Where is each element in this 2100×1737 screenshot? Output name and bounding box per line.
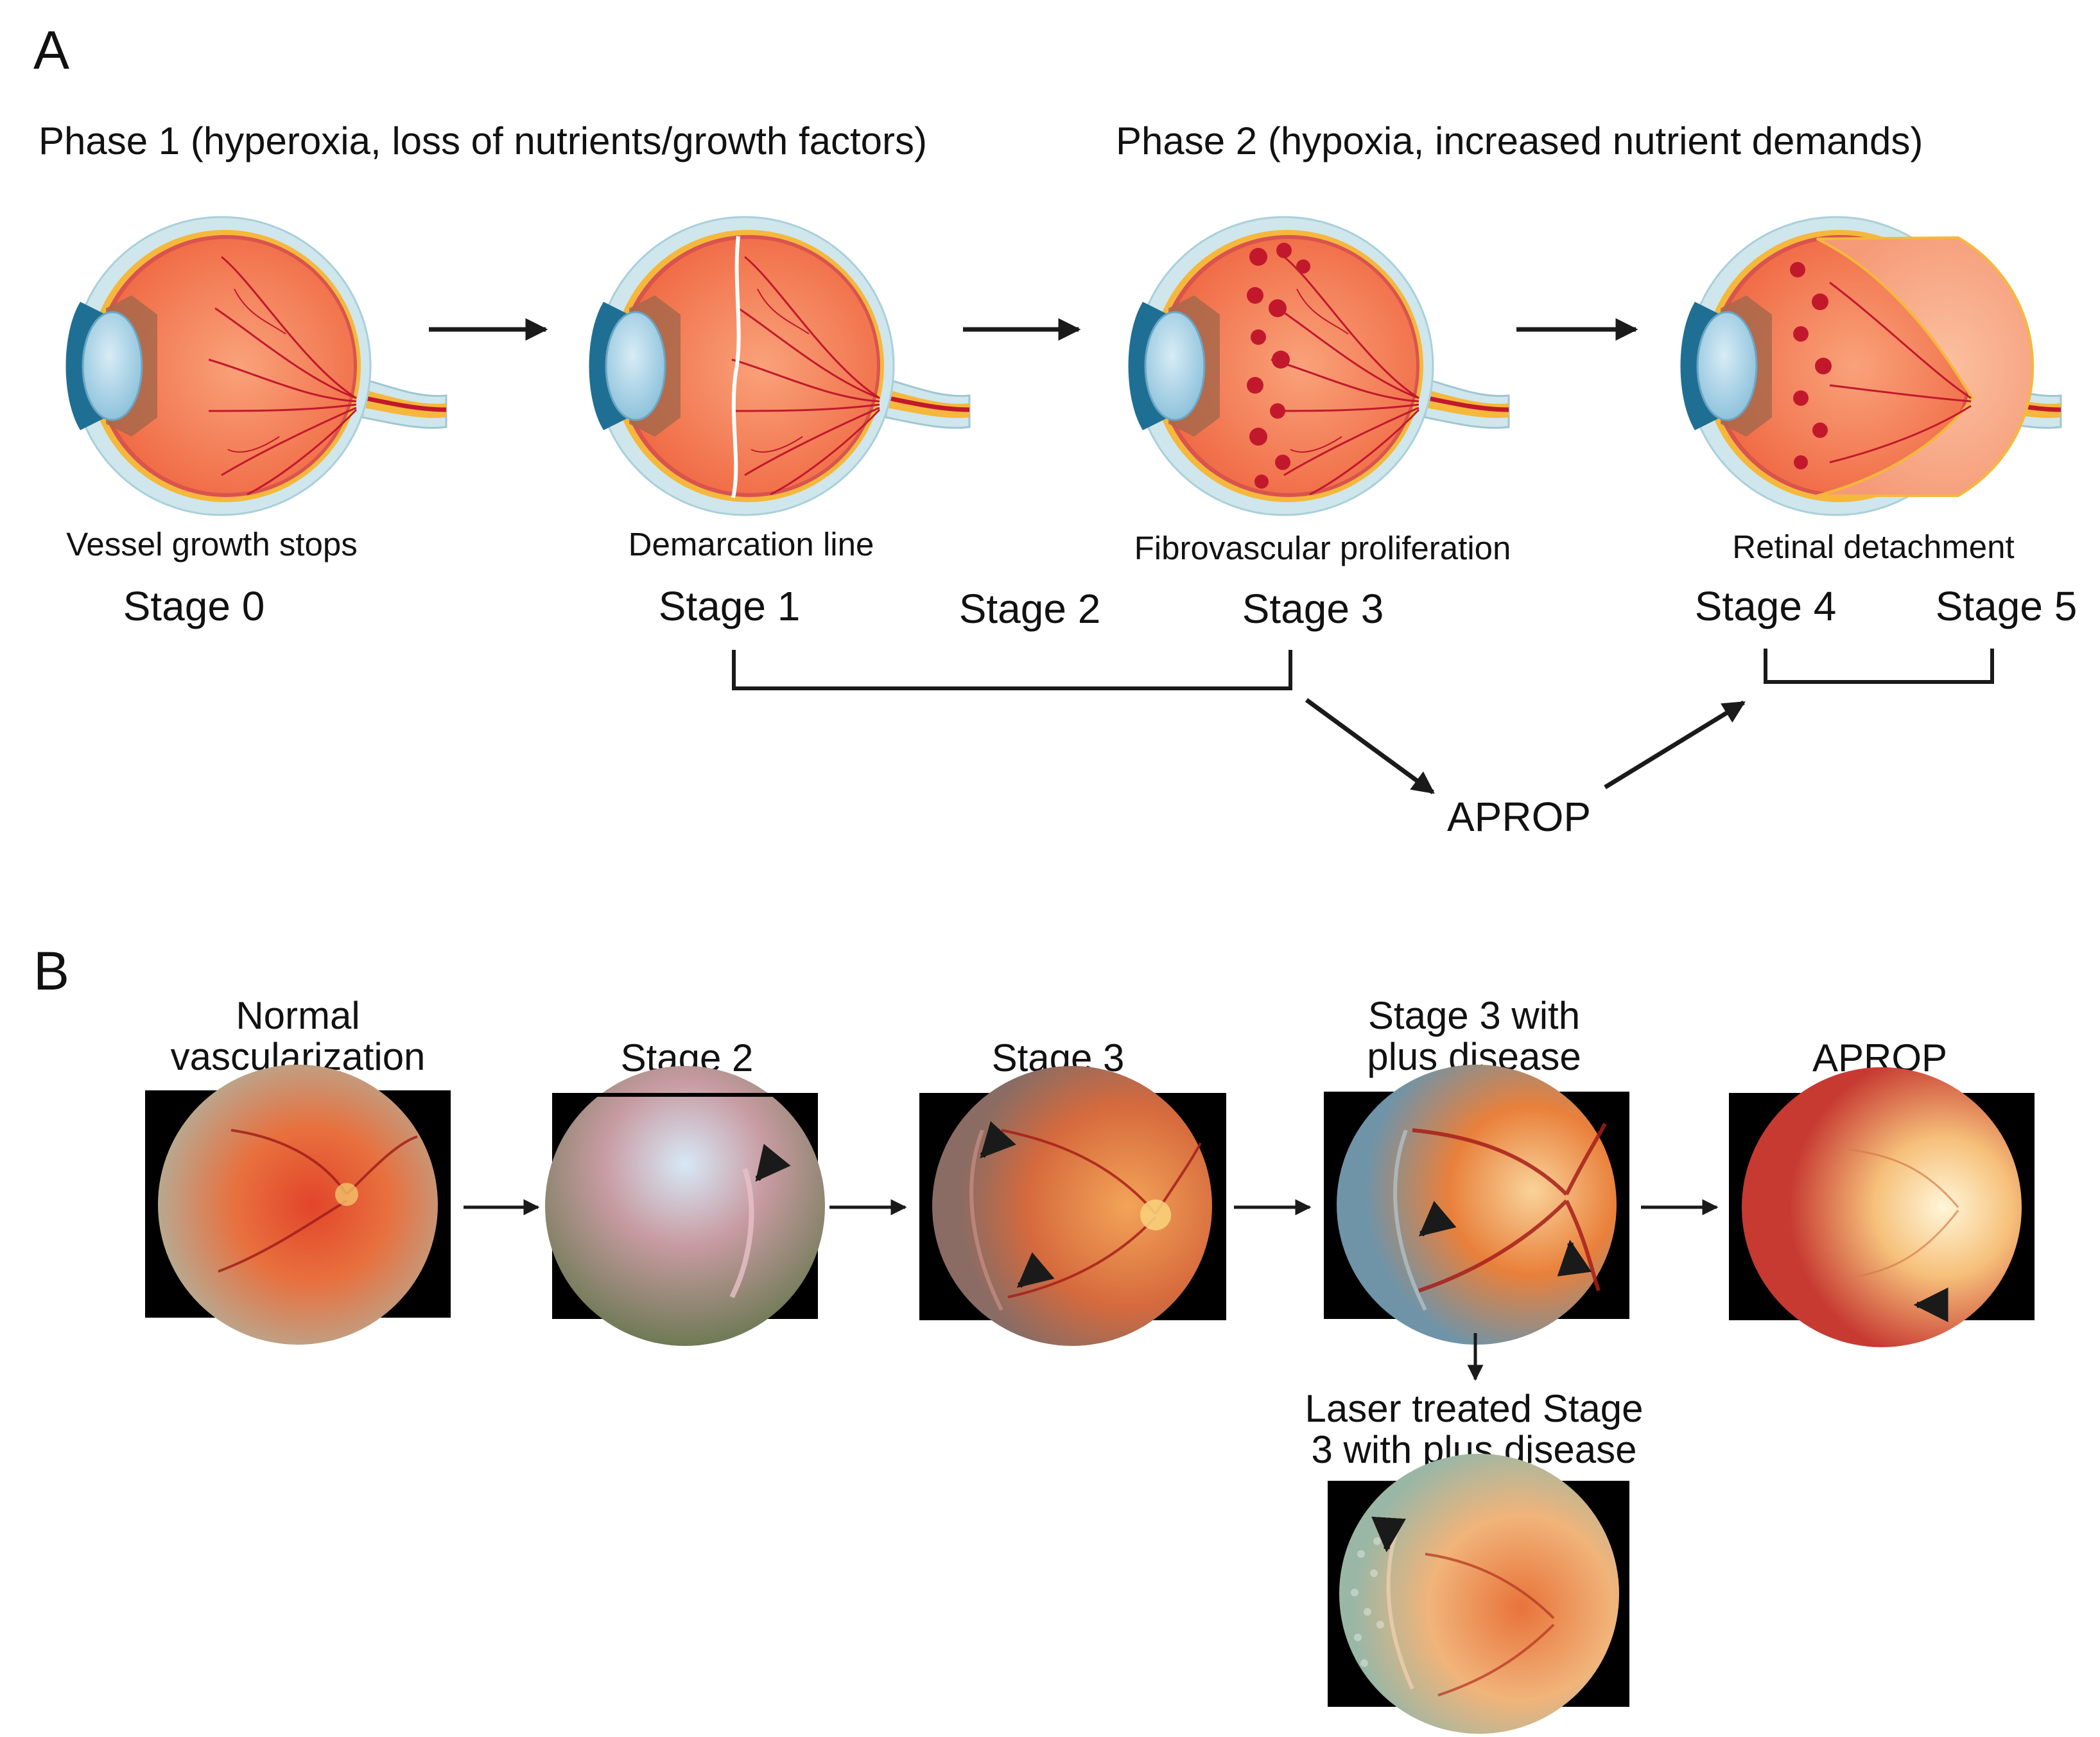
caption-fibrovascular-proliferation: Fibrovascular proliferation: [1134, 530, 1511, 566]
stage-0-label: Stage 0: [123, 583, 265, 629]
stage-2-label: Stage 2: [959, 586, 1101, 632]
stage-1-label: Stage 1: [658, 583, 801, 629]
caption-retinal-detachment: Retinal detachment: [1732, 528, 2015, 565]
demarcation-line: [731, 236, 741, 498]
neovascular-tufts: [1247, 243, 1310, 489]
fundus-photo-stage3: [919, 1066, 1226, 1346]
arrow-marker-stage2: [755, 1144, 791, 1182]
label-plus-line1: Stage 3 with: [1367, 994, 1581, 1037]
stage-5-label: Stage 5: [1935, 583, 2078, 629]
fundus-photo-laser-treated: [1328, 1454, 1629, 1734]
eye-illustration-fibrovascular: [1129, 217, 1509, 515]
stage-4-label: Stage 4: [1694, 583, 1837, 629]
arrow-from-aprop: [1604, 701, 1746, 789]
aprop-label: APROP: [1446, 794, 1592, 840]
label-normal-vascularization: Normal vascularization: [171, 995, 426, 1078]
arrow-marker-stage3-bottom: [1016, 1252, 1055, 1288]
arrow-marker-laser: [1371, 1516, 1406, 1553]
detached-retina: [1816, 236, 2035, 497]
label-laser-line1: Laser treated Stage: [1305, 1387, 1644, 1430]
arrow-to-aprop: [1305, 698, 1435, 794]
label-normal-line1: Normal: [236, 994, 360, 1037]
caption-demarcation-line: Demarcation line: [628, 526, 874, 563]
arrow-marker-plus-left: [1418, 1200, 1457, 1237]
fundus-photo-normal: [145, 1065, 451, 1345]
neovascular-tufts-detached: [1790, 262, 1832, 469]
panel-b-letter: B: [33, 941, 70, 1001]
stage-3-label: Stage 3: [1242, 586, 1384, 632]
bracket-stage4-5: [1764, 649, 1994, 684]
arrow-marker-plus-right: [1557, 1239, 1592, 1277]
fundus-photo-stage2: [545, 1066, 825, 1346]
arrow-marker-stage3-top: [980, 1121, 1016, 1158]
label-laser-treated: Laser treated Stage 3 with plus disease: [1305, 1388, 1643, 1471]
eye-illustration-demarcation: [589, 217, 970, 515]
fundus-photo-stage3-plus: [1324, 1065, 1629, 1345]
eye-illustration-retinal-detachment: [1681, 217, 2061, 515]
bracket-stage1-3: [732, 650, 1292, 690]
phase1-title: Phase 1 (hyperoxia, loss of nutrients/gr…: [39, 119, 927, 162]
caption-vessel-growth-stops: Vessel growth stops: [66, 526, 358, 563]
fundus-photo-aprop: [1729, 1067, 2035, 1347]
phase2-title: Phase 2 (hypoxia, increased nutrient dem…: [1116, 119, 1923, 162]
eye-illustration-stage0: [66, 217, 447, 515]
panel-a-letter: A: [33, 20, 70, 80]
